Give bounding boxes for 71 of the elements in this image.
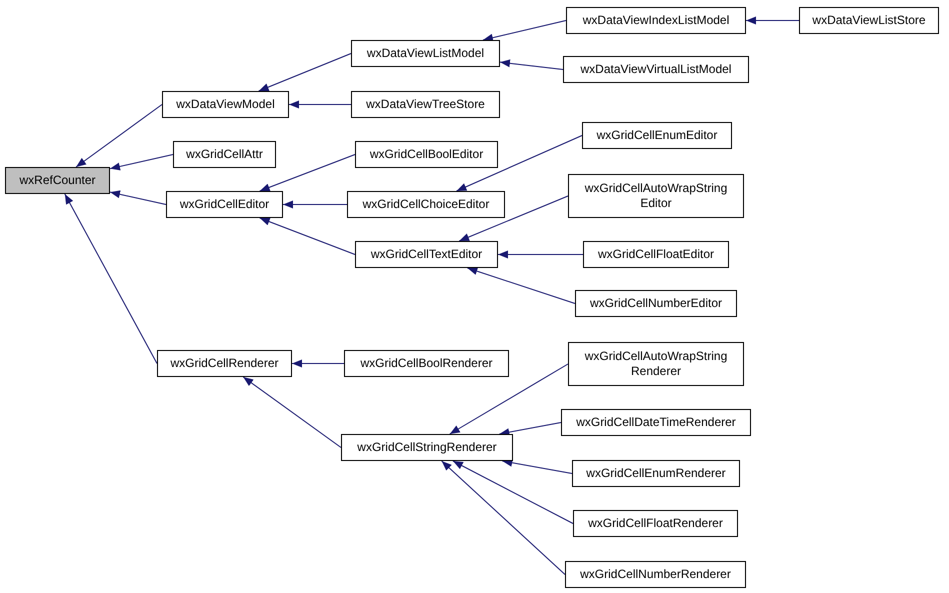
class-box [572,460,740,487]
class-box [575,290,737,317]
class-box [166,191,283,218]
inheritance-arrow [458,196,568,242]
inheritance-arrow [452,460,574,524]
class-name: wxRefCounter [19,173,96,188]
class-box [582,122,732,149]
class-name: wxGridCellEditor [180,197,270,212]
class-name: wxGridCellBoolEditor [370,147,484,162]
class-box [583,241,729,268]
class-box [799,7,939,34]
class-name: wxGridCellRenderer [170,356,279,371]
class-name: wxDataViewListModel [366,46,484,61]
class-box [563,56,749,83]
class-box [341,434,513,461]
inheritance-arrow [110,190,166,205]
inheritance-arrow [259,218,356,255]
inheritance-arrow [282,200,348,208]
inheritance-arrow [441,460,566,575]
class-box [5,167,110,194]
class-box [566,7,746,34]
class-box [162,91,289,118]
class-box [347,191,505,218]
class-name: wxGridCellEnumRenderer [586,466,726,481]
class-box [355,141,498,168]
inheritance-arrow [498,422,562,436]
class-name: wxGridCellEnumEditor [596,128,718,143]
inheritance-arrow [259,154,356,192]
inheritance-arrow [456,135,582,192]
class-name: wxGridCellBoolRenderer [360,356,493,371]
class-box [565,561,746,588]
inheritance-arrow [482,20,566,42]
class-name: wxGridCellChoiceEditor [362,197,490,212]
inheritance-arrow [498,250,584,258]
class-name: wxGridCellAutoWrapString Editor [584,181,728,211]
inheritance-arrow [466,267,576,304]
class-box [351,40,500,67]
class-name: wxGridCellTextEditor [370,247,482,262]
inheritance-arrow [502,458,572,474]
class-name: wxGridCellNumberRenderer [580,567,731,582]
class-box [344,350,509,377]
class-name: wxGridCellAttr [186,147,263,162]
class-name: wxGridCellAutoWrapString Renderer [584,349,728,379]
class-name: wxDataViewTreeStore [366,97,485,112]
class-name: wxDataViewListStore [812,13,926,28]
inheritance-arrow [288,100,352,108]
class-box [157,350,292,377]
class-box [173,141,276,168]
inheritance-arrow [110,154,174,170]
class-box [573,510,738,537]
class-box [351,91,500,118]
class-name: wxGridCellFloatEditor [598,247,714,262]
class-name: wxGridCellDateTimeRenderer [576,415,736,430]
class-name: wxGridCellStringRenderer [357,440,497,455]
inheritance-arrow [76,104,162,168]
class-name: wxDataViewModel [176,97,275,112]
class-name: wxGridCellFloatRenderer [588,516,723,531]
class-name: wxDataViewVirtualListModel [580,62,732,77]
inheritance-arrow [449,364,568,434]
inheritance-arrow [64,194,158,364]
class-name: wxGridCellNumberEditor [590,296,722,311]
class-box [568,342,744,386]
class-box [561,409,751,436]
inheritance-arrow [746,16,800,24]
class-name: wxDataViewIndexListModel [582,13,730,28]
class-box [568,174,744,218]
inheritance-arrow [242,376,342,448]
inheritance-arrow [258,53,352,92]
inheritance-arrow [500,59,564,70]
class-box [355,241,498,268]
inheritance-arrow [292,360,344,368]
